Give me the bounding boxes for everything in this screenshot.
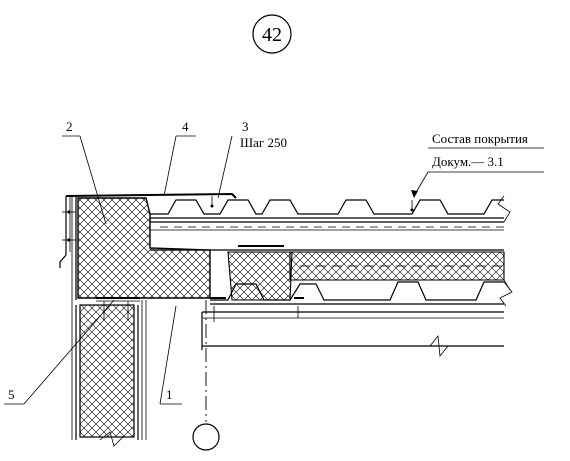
callout-1: 1 [166,387,173,402]
lower-profiled-deck [210,279,513,307]
cap-flashing [65,192,237,199]
steel-column [141,300,147,440]
upper-profiled-sheet [150,199,504,223]
leader-lines [4,135,544,405]
wall-top-plate [96,297,140,320]
callout-2: 2 [66,119,73,134]
side-flashing [59,196,76,268]
roof-insulation-layer [150,195,511,281]
pitch-note: Шаг 250 [240,135,287,150]
sheet-number-badge: 42 [252,14,292,54]
parapet-insulation-block [75,196,211,300]
grid-axis [192,300,220,451]
sheet-number: 42 [262,24,282,46]
steel-beam [201,311,504,358]
top-sheet-fasteners [210,196,414,212]
callout-3: 3 [242,119,249,134]
callout-5: 5 [8,387,15,402]
composition-reference: Докум.— 3.1 [432,154,504,169]
callout-4: 4 [182,119,189,134]
composition-title: Состав покрытия [432,131,528,146]
wall-sandwich-panel [71,195,139,447]
